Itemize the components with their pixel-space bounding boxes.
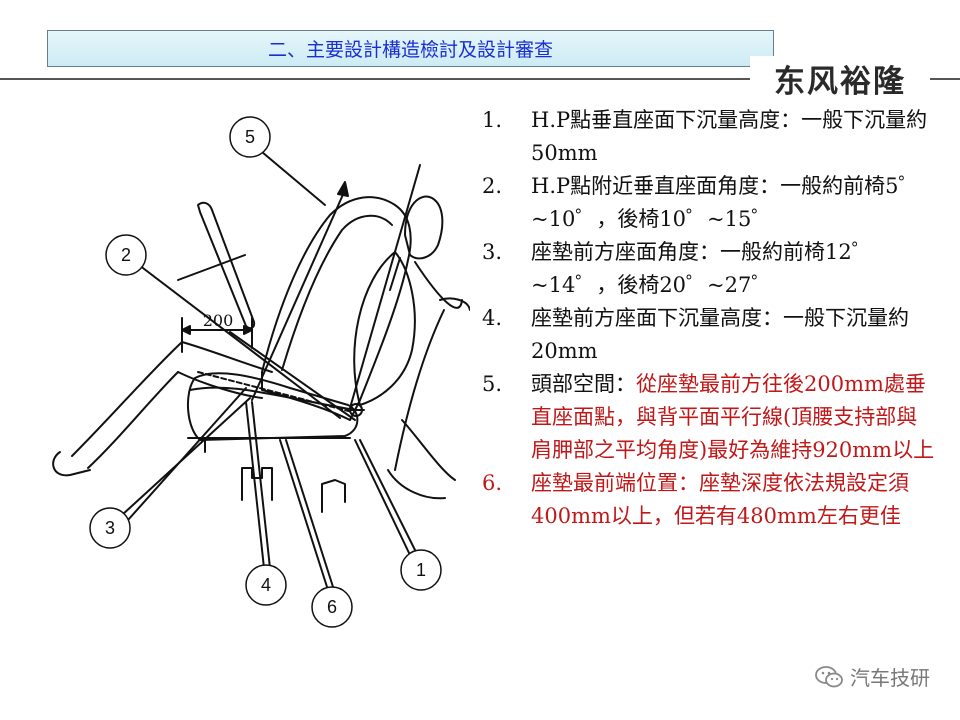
steering-spoke <box>177 254 246 281</box>
callout-4-label: 4 <box>261 575 271 595</box>
note-item-6: 6. 座墊最前端位置：座墊深度依法規設定須400mm以上，但若有480mm左右更… <box>478 467 938 533</box>
note-number: 4. <box>482 306 503 330</box>
callout-6: 6 <box>311 586 353 628</box>
occupant-foot <box>52 451 91 477</box>
note-number: 1. <box>482 108 503 132</box>
floor-bracket-right <box>321 479 346 513</box>
headroom-line <box>251 189 346 401</box>
callout-5: 5 <box>229 116 271 158</box>
note-text: 座墊前方座面角度：一般約前椅12゜~14゜，後椅20゜~27゜ <box>531 240 873 297</box>
brand-logo: 东风裕隆 <box>750 56 930 100</box>
callout-2: 2 <box>105 234 147 276</box>
occupant-lower-leg <box>71 341 183 469</box>
note-number: 2. <box>482 174 503 198</box>
dimension-label: 200 <box>203 311 234 330</box>
note-text: 頭部空間： <box>531 372 636 396</box>
callout-5-label: 5 <box>245 127 255 147</box>
callout-leader-4 <box>245 401 265 569</box>
callout-leader-1 <box>354 439 411 556</box>
occupant-torso <box>353 251 416 406</box>
callout-leader-2 <box>134 261 341 419</box>
note-item-1: 1. H.P點垂直座面下沉量高度：一般下沉量約50mm <box>478 104 938 170</box>
note-text: H.P點垂直座面下沉量高度：一般下沉量約50mm <box>531 108 928 165</box>
headrest-post <box>389 257 401 291</box>
seat-backrest <box>261 196 412 421</box>
note-text: 座墊最前端位置：座墊深度依法規設定須400mm以上，但若有480mm左右更佳 <box>531 471 909 528</box>
design-notes-list: 1. H.P點垂直座面下沉量高度：一般下沉量約50mm 2. H.P點附近垂直座… <box>478 104 938 533</box>
header-divider <box>0 78 960 80</box>
note-item-4: 4. 座墊前方座面下沉量高度：一般下沉量約20mm <box>478 302 938 368</box>
watermark-text: 汽车技研 <box>850 666 930 690</box>
note-number: 6. <box>482 471 503 495</box>
callout-leader-5 <box>261 151 326 206</box>
note-item-5: 5. 頭部空間：從座墊最前方往後200mm處垂直座面點，與背平面平行線(頂腰支持… <box>478 368 938 467</box>
callout-1: 1 <box>400 549 442 591</box>
callout-3: 3 <box>89 507 131 549</box>
page-title-text: 二、主要設計構造檢討及設計審查 <box>267 39 553 61</box>
callout-2-label: 2 <box>121 245 131 265</box>
note-item-3: 3. 座墊前方座面角度：一般約前椅12゜~14゜，後椅20゜~27゜ <box>478 236 938 302</box>
note-text: H.P點附近垂直座面角度：一般約前椅5゜~10゜，後椅10゜~15゜ <box>531 174 920 231</box>
callout-3-label: 3 <box>105 518 115 538</box>
note-text: 座墊前方座面下沉量高度：一般下沉量約20mm <box>531 306 909 363</box>
note-item-2: 2. H.P點附近垂直座面角度：一般約前椅5゜~10゜，後椅10゜~15゜ <box>478 170 938 236</box>
rear-occupant <box>387 261 463 500</box>
headrest <box>404 195 444 260</box>
occupant-thigh <box>177 341 273 399</box>
watermark: 汽车技研 <box>814 662 930 691</box>
steering-column <box>197 201 256 330</box>
note-number: 5. <box>482 372 503 396</box>
wechat-icon <box>815 665 843 687</box>
callout-leader-6 <box>279 439 329 591</box>
callout-6-label: 6 <box>327 597 337 617</box>
note-number: 3. <box>482 240 503 264</box>
rear-seat-bar <box>394 297 470 471</box>
seat-diagram: 5 2 3 4 6 1 200 <box>52 116 470 628</box>
page-title: 二、主要設計構造檢討及設計審查 <box>47 30 774 67</box>
floor-bracket-left <box>241 467 273 501</box>
seat-backrest-inner <box>281 214 393 371</box>
brand-logo-text: 东风裕隆 <box>774 63 906 100</box>
callout-4: 4 <box>245 564 287 606</box>
callout-1-label: 1 <box>416 560 426 580</box>
note-text-highlight: 從座墊最前方往後200mm處垂直座面點，與背平面平行線(頂腰支持部與肩胛部之平均… <box>531 372 935 462</box>
